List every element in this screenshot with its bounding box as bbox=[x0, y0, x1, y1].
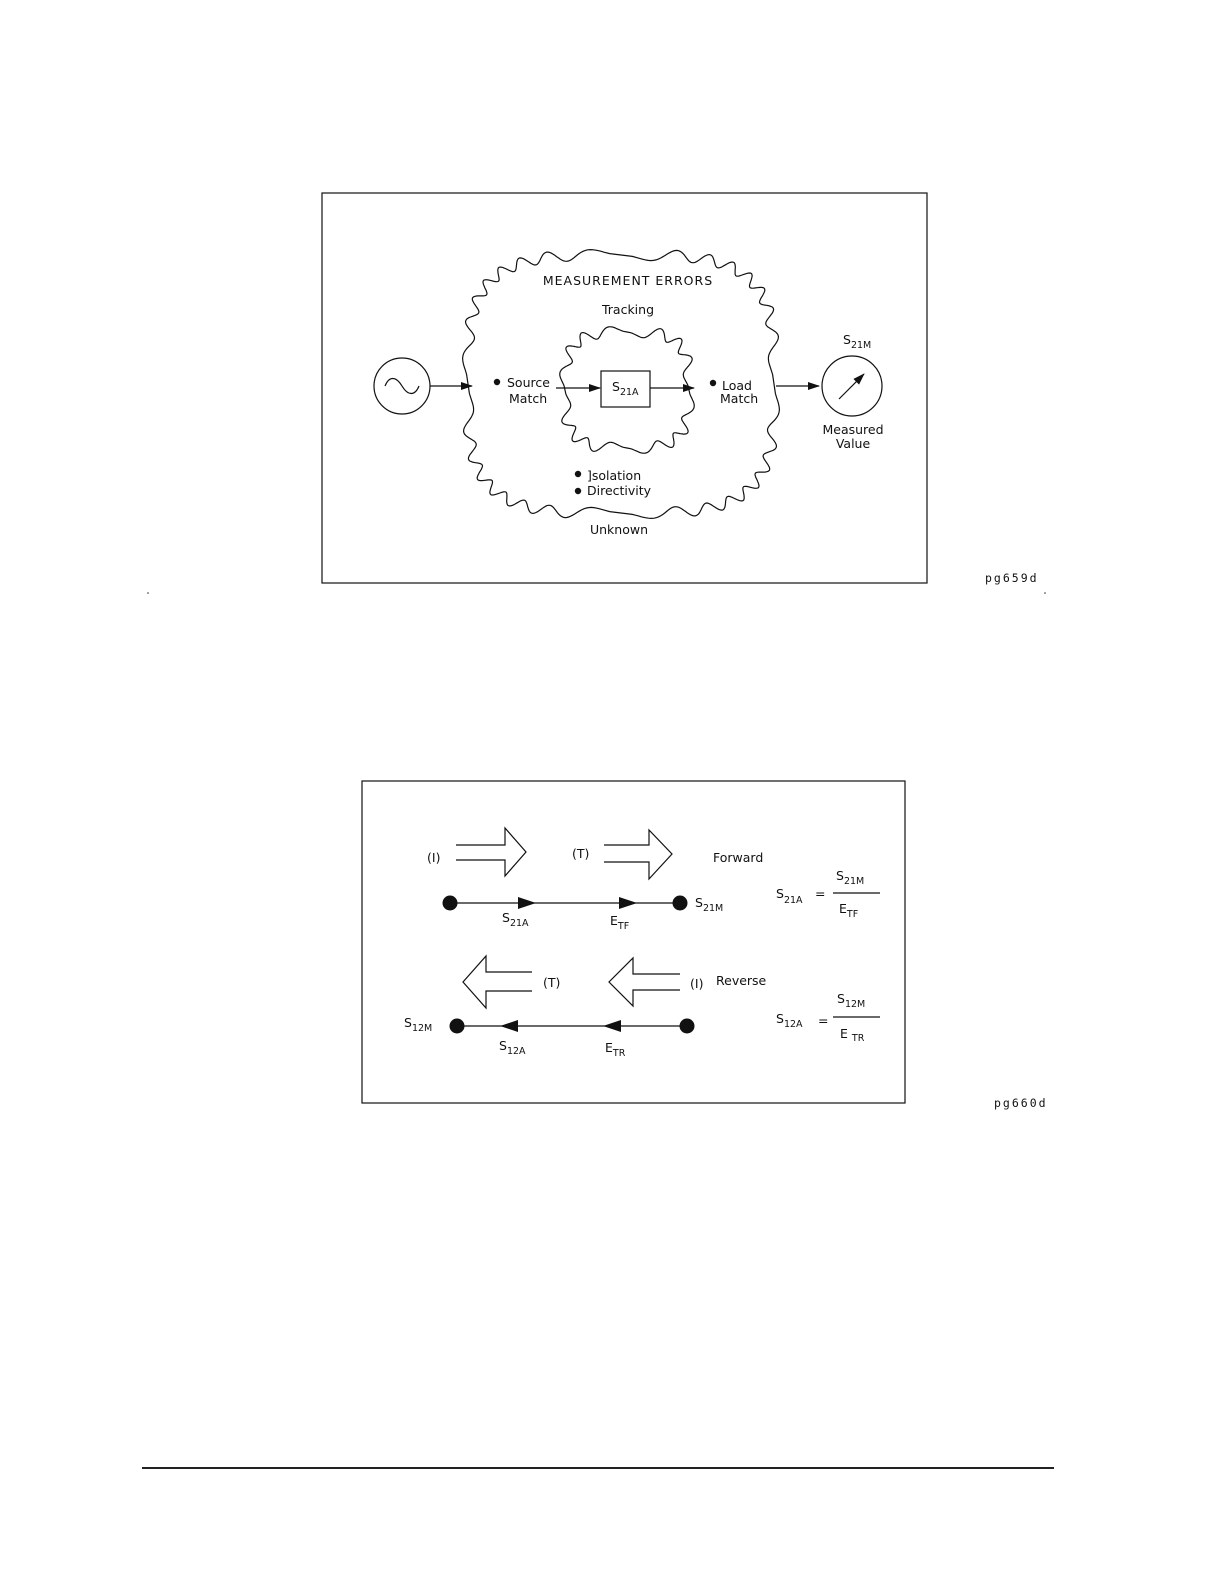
reverse-eq-lhs: S12A bbox=[776, 1011, 803, 1030]
reverse-node-left-label: S12M bbox=[404, 1015, 432, 1034]
figure-2-code: pg660d bbox=[994, 1096, 1048, 1110]
forward-arrowhead bbox=[518, 897, 536, 909]
reverse-node-left bbox=[450, 1019, 465, 1034]
source-match-line2: Match bbox=[509, 391, 547, 406]
reverse-eq-equals: = bbox=[818, 1013, 828, 1028]
forward-branch1-label: S21A bbox=[502, 910, 529, 929]
reverse-arrowhead bbox=[603, 1020, 621, 1032]
unknown-label: Unknown bbox=[590, 522, 648, 537]
footer-rule bbox=[142, 1467, 1054, 1469]
dut-label: S21A bbox=[612, 379, 639, 398]
forward-eq-denominator: ETF bbox=[839, 901, 858, 920]
reverse-transmitted-label: (T) bbox=[543, 975, 560, 990]
forward-node-right bbox=[673, 896, 688, 911]
forward-label: Forward bbox=[713, 850, 763, 865]
measurement-errors-title: MEASUREMENT ERRORS bbox=[543, 273, 713, 288]
measured-value-line1: Measured bbox=[822, 422, 883, 437]
bullet-dot bbox=[575, 488, 581, 494]
forward-eq-lhs: S21A bbox=[776, 886, 803, 906]
forward-transmitted-arrow-icon bbox=[604, 830, 672, 879]
forward-eq-numerator: S21M bbox=[836, 868, 864, 887]
forward-transmitted-label: (T) bbox=[572, 846, 589, 861]
figure-1-measurement-errors: MEASUREMENT ERRORS Tracking Source Match… bbox=[322, 193, 927, 583]
forward-branch2-label: ETF bbox=[610, 913, 629, 932]
forward-incident-arrow-icon bbox=[456, 828, 526, 876]
bullet-dot bbox=[494, 379, 500, 385]
reverse-incident-arrow-icon bbox=[609, 958, 680, 1006]
s21m-label: S21M bbox=[843, 332, 871, 351]
source-match-line1: Source bbox=[507, 375, 550, 390]
reverse-arrowhead bbox=[500, 1020, 518, 1032]
tracking-label: Tracking bbox=[601, 302, 654, 317]
measured-value-line2: Value bbox=[836, 436, 871, 451]
bullet-dot bbox=[575, 471, 581, 477]
reverse-branch1-label: S12A bbox=[499, 1038, 526, 1057]
forward-node-left bbox=[443, 896, 458, 911]
forward-arrowhead bbox=[619, 897, 637, 909]
speck bbox=[147, 592, 149, 594]
signal-source-icon bbox=[374, 358, 430, 414]
reverse-label: Reverse bbox=[716, 973, 767, 988]
directivity-label: Directivity bbox=[587, 483, 652, 498]
reverse-incident-label: (I) bbox=[690, 976, 703, 991]
meter-icon bbox=[822, 356, 882, 416]
figure-2-frame bbox=[362, 781, 905, 1103]
isolation-label: ]solation bbox=[587, 468, 641, 483]
reverse-node-right bbox=[680, 1019, 695, 1034]
reverse-transmitted-arrow-icon bbox=[463, 956, 532, 1008]
reverse-branch2-label: ETR bbox=[605, 1040, 626, 1059]
load-match-line2: Match bbox=[720, 391, 758, 406]
forward-eq-equals: = bbox=[815, 886, 825, 901]
forward-incident-label: (I) bbox=[427, 850, 440, 865]
forward-node-right-label: S21M bbox=[695, 895, 723, 914]
speck bbox=[1044, 592, 1046, 594]
figure-2-signal-flow: (I) (T) Forward S21M S21A ETF S21A = S21… bbox=[362, 781, 905, 1103]
figure-1-code: pg659d bbox=[985, 571, 1039, 585]
bullet-dot bbox=[710, 380, 716, 386]
reverse-eq-numerator: S12M bbox=[837, 991, 865, 1010]
